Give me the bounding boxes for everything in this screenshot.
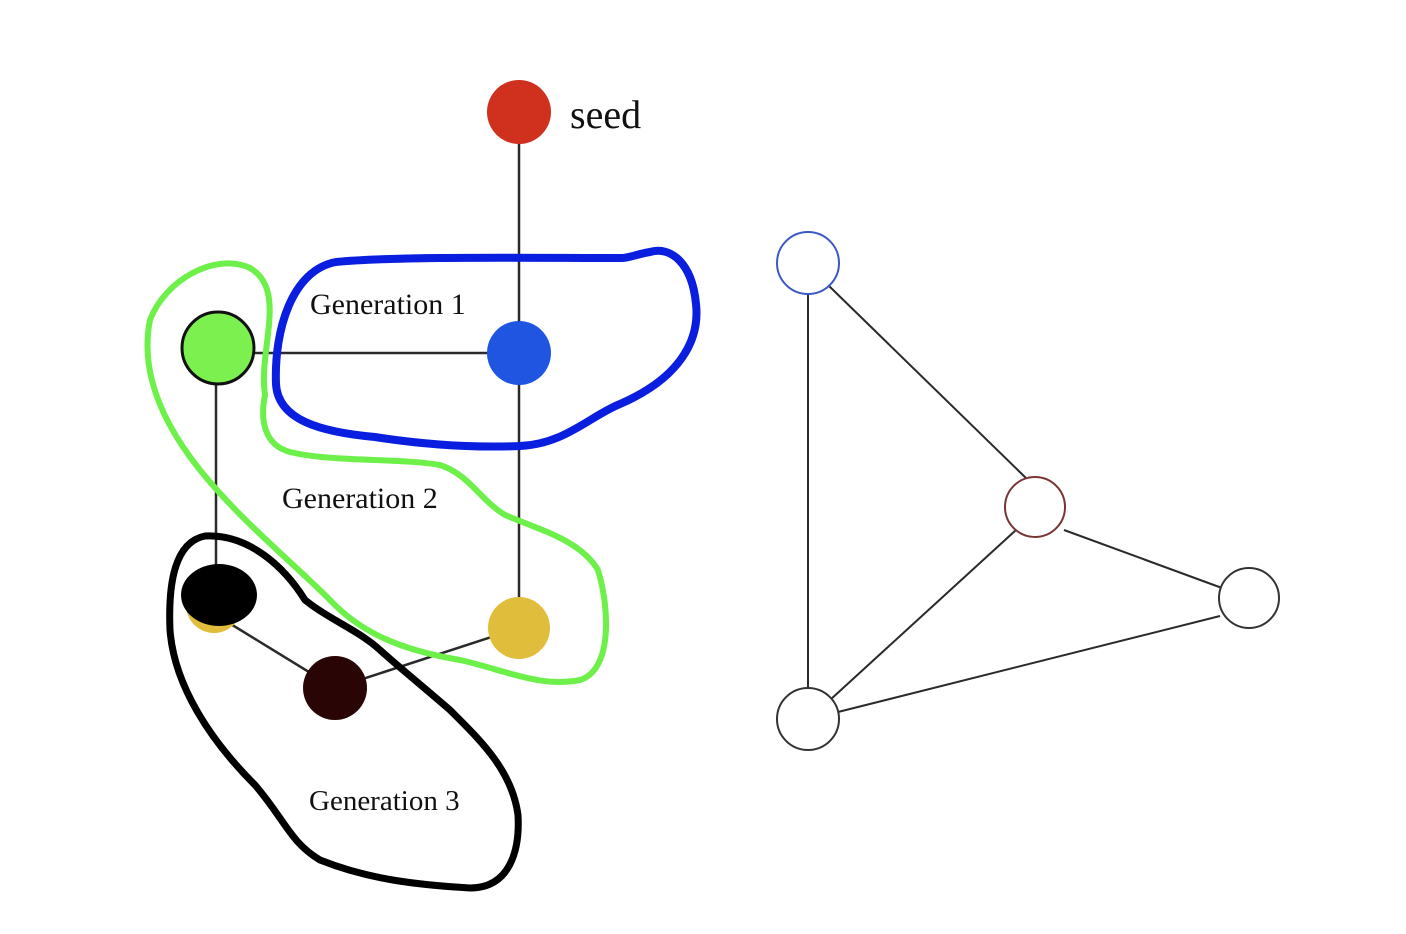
edge-top-middle	[827, 284, 1029, 481]
right-graph-top-node	[776, 231, 840, 295]
generation-2-yellow-node	[488, 597, 550, 659]
edge-middle-right	[1063, 529, 1223, 589]
generation-2-green-node	[180, 310, 256, 386]
generation-outlines	[144, 246, 701, 892]
right-graph-edges	[807, 284, 1223, 713]
seed-label: seed	[570, 92, 641, 137]
edge-brown-yellow	[334, 626, 520, 690]
generation-1-outline	[271, 246, 701, 451]
seed-node	[487, 80, 551, 144]
generation-2-label: Generation 2	[282, 482, 438, 515]
generation-3-outline	[166, 532, 522, 892]
right-graph-right-node	[1218, 567, 1280, 629]
diagram-labels: seed Generation 1 Generation 2 Generatio…	[282, 92, 641, 817]
right-graph-nodes	[776, 231, 1280, 751]
right-graph-middle-node	[1004, 476, 1066, 538]
generation-2-outline	[144, 260, 610, 685]
edge-middle-bottom	[829, 529, 1017, 701]
generation-3-brown-node	[303, 656, 367, 720]
generation-1-node	[487, 321, 551, 385]
generation-3-black-node	[181, 564, 257, 626]
edge-right-bottom	[837, 615, 1221, 713]
right-graph-bottom-node	[776, 687, 840, 751]
generation-3-label: Generation 3	[309, 785, 460, 817]
tree-nodes	[180, 80, 551, 720]
generation-1-label: Generation 1	[310, 288, 466, 321]
